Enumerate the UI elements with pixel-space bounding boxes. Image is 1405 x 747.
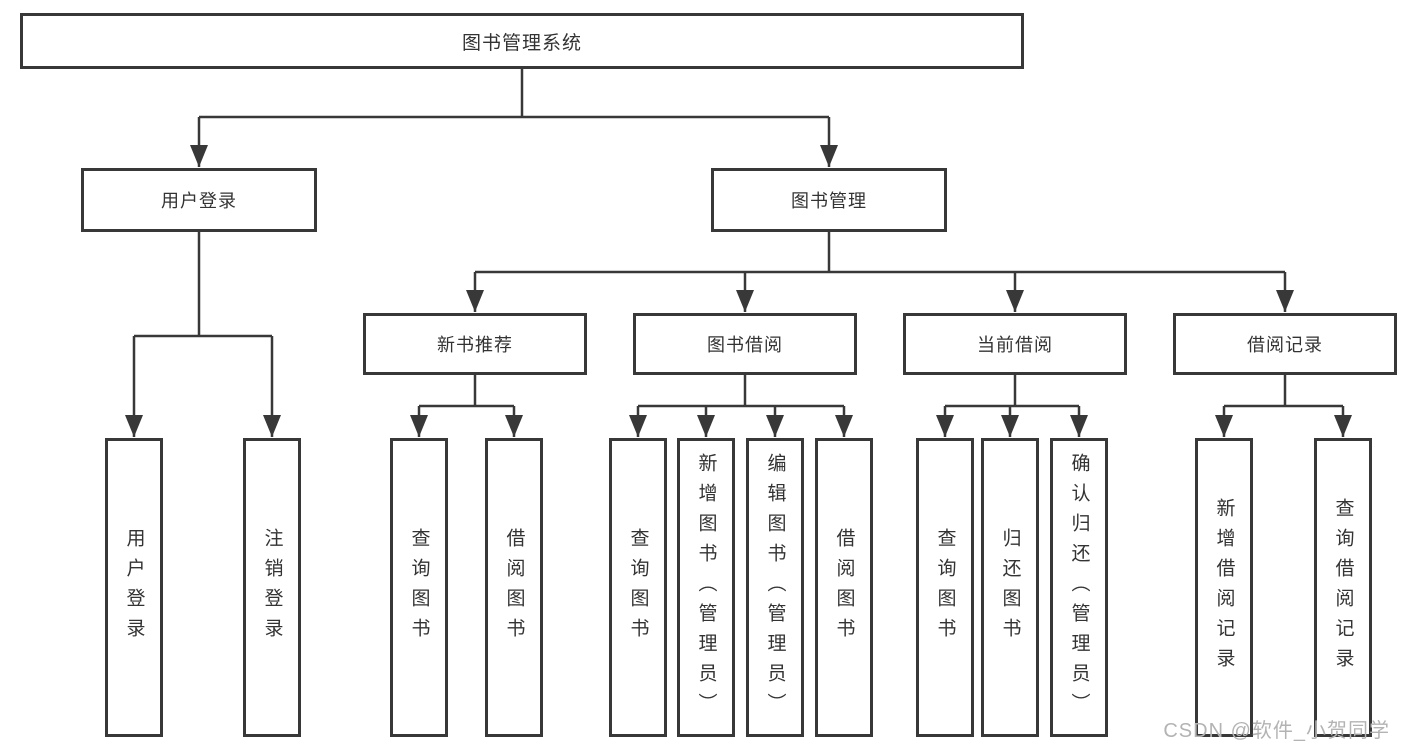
node-new-book-recommendation: 新书推荐 — [363, 313, 587, 375]
node-user-login: 用户登录 — [81, 168, 317, 232]
leaf-user-login-label: 用户登录 — [123, 527, 145, 648]
node-book-management: 图书管理 — [711, 168, 947, 232]
node-book-management-label: 图书管理 — [791, 191, 867, 211]
node-current-borrowing: 当前借阅 — [903, 313, 1127, 375]
node-new-book-recommendation-label: 新书推荐 — [437, 335, 513, 355]
leaf-current-confirm-return-admin: 确认归还（管理员） — [1050, 438, 1108, 737]
leaf-records-query-record-label: 查询借阅记录 — [1332, 497, 1354, 678]
leaf-borrowing-add-books-admin: 新增图书（管理员） — [677, 438, 735, 737]
node-book-borrowing-label: 图书借阅 — [707, 335, 783, 355]
leaf-recommend-borrow-books: 借阅图书 — [485, 438, 543, 737]
leaf-records-add-record: 新增借阅记录 — [1195, 438, 1253, 737]
leaf-borrowing-add-books-admin-label: 新增图书（管理员） — [695, 452, 717, 723]
leaf-records-query-record: 查询借阅记录 — [1314, 438, 1372, 737]
node-borrowing-records: 借阅记录 — [1173, 313, 1397, 375]
leaf-recommend-query-books-label: 查询图书 — [408, 527, 430, 648]
node-borrowing-records-label: 借阅记录 — [1247, 335, 1323, 355]
node-library-system: 图书管理系统 — [20, 13, 1024, 69]
node-current-borrowing-label: 当前借阅 — [977, 335, 1053, 355]
leaf-current-return-books-label: 归还图书 — [999, 527, 1021, 648]
leaf-records-add-record-label: 新增借阅记录 — [1213, 497, 1235, 678]
leaf-borrowing-borrow-books: 借阅图书 — [815, 438, 873, 737]
leaf-borrowing-edit-books-admin-label: 编辑图书（管理员） — [764, 452, 786, 723]
leaf-current-confirm-return-admin-label: 确认归还（管理员） — [1068, 452, 1090, 723]
node-book-borrowing: 图书借阅 — [633, 313, 857, 375]
leaf-current-return-books: 归还图书 — [981, 438, 1039, 737]
leaf-current-query-books-label: 查询图书 — [934, 527, 956, 648]
leaf-borrowing-borrow-books-label: 借阅图书 — [833, 527, 855, 648]
watermark-text: CSDN @软件_小贺同学 — [1163, 720, 1390, 742]
leaf-recommend-borrow-books-label: 借阅图书 — [503, 527, 525, 648]
leaf-recommend-query-books: 查询图书 — [390, 438, 448, 737]
leaf-logout-label: 注销登录 — [261, 527, 283, 648]
leaf-borrowing-query-books-label: 查询图书 — [627, 527, 649, 648]
leaf-borrowing-query-books: 查询图书 — [609, 438, 667, 737]
leaf-user-login: 用户登录 — [105, 438, 163, 737]
node-library-system-label: 图书管理系统 — [461, 32, 582, 54]
node-user-login-label: 用户登录 — [161, 191, 237, 211]
leaf-borrowing-edit-books-admin: 编辑图书（管理员） — [746, 438, 804, 737]
leaf-logout: 注销登录 — [243, 438, 301, 737]
leaf-current-query-books: 查询图书 — [916, 438, 974, 737]
